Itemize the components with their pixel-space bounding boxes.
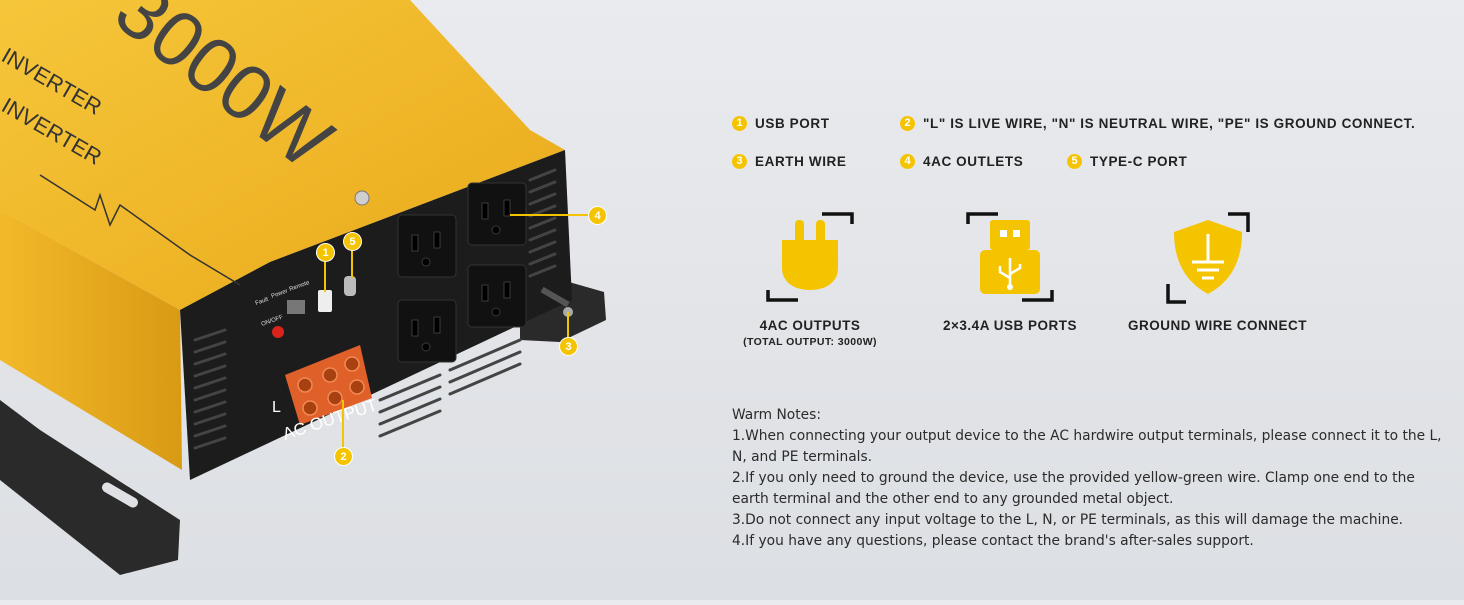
- legend-label: EARTH WIRE: [755, 153, 847, 169]
- callout-5: 5: [344, 233, 361, 250]
- legend-label: USB PORT: [755, 115, 830, 131]
- warm-notes: Warm Notes: 1.When connecting your outpu…: [732, 405, 1442, 552]
- remote-port: [287, 300, 305, 314]
- legend-item-wire-terminals: 2 "L" IS LIVE WIRE, "N" IS NEUTRAL WIRE,…: [900, 113, 1415, 133]
- inverter-product-image: 3000W INVERTER INVERTER AC OUTPUT L Faul…: [0, 0, 720, 600]
- number-badge: 1: [732, 115, 747, 131]
- note-item: 1.When connecting your output device to …: [732, 428, 1442, 465]
- legend-item-type-c-port: 5 TYPE-C PORT: [1067, 151, 1187, 171]
- feature-label: GROUND WIRE CONNECT: [1128, 318, 1307, 333]
- note-item: 4.If you have any questions, please cont…: [732, 533, 1254, 549]
- legend-label: TYPE-C PORT: [1090, 153, 1188, 169]
- callout-3: 3: [560, 338, 577, 355]
- ac-outlets: [397, 182, 527, 363]
- callout-lines: [324, 214, 590, 450]
- plug-icon: [766, 212, 854, 302]
- ac-terminal-block: [285, 345, 372, 425]
- legend-item-earth-wire: 3 EARTH WIRE: [732, 151, 847, 171]
- fault-label: Fault: [255, 297, 270, 307]
- feature-ac-outputs: 4AC OUTPUTS (TOTAL OUTPUT: 3000W): [730, 212, 890, 348]
- legend-label: 4AC OUTLETS: [923, 153, 1024, 169]
- power-switch: [272, 326, 284, 338]
- usb-port: [318, 290, 332, 312]
- inverter-side-panel: [0, 210, 182, 470]
- terminal-letter: L: [272, 399, 281, 416]
- note-item: 2.If you only need to ground the device,…: [732, 470, 1415, 507]
- notes-title: Warm Notes:: [732, 407, 821, 423]
- callout-4: 4: [589, 207, 606, 224]
- feature-label: 4AC OUTPUTS: [759, 318, 861, 333]
- usb-icon: [966, 212, 1054, 302]
- feature-usb-ports: 2×3.4A USB PORTS: [930, 212, 1090, 333]
- number-badge: 4: [900, 153, 915, 169]
- feature-sublabel: (TOTAL OUTPUT: 3000W): [743, 336, 877, 348]
- callout-1: 1: [317, 244, 334, 261]
- mounting-foot-left: [0, 400, 180, 575]
- legend-item-ac-outlets: 4 4AC OUTLETS: [900, 151, 1023, 171]
- vent-slots: [193, 168, 557, 450]
- note-item: 3.Do not connect any input voltage to th…: [732, 512, 1404, 528]
- legend-label: "L" IS LIVE WIRE, "N" IS NEUTRAL WIRE, "…: [923, 115, 1416, 131]
- legend-item-usb-port: 1 USB PORT: [732, 113, 830, 133]
- number-badge: 5: [1067, 153, 1082, 169]
- power-label: Power: [271, 288, 289, 299]
- callout-2: 2: [335, 448, 352, 465]
- type-c-port: [344, 276, 356, 296]
- ground-shield-icon: [1166, 212, 1250, 304]
- inverter-top-panel: [0, 0, 565, 310]
- number-badge: 3: [732, 153, 747, 169]
- feature-label: 2×3.4A USB PORTS: [943, 318, 1077, 333]
- number-badge: 2: [900, 115, 915, 131]
- feature-ground-wire: GROUND WIRE CONNECT: [1128, 212, 1307, 333]
